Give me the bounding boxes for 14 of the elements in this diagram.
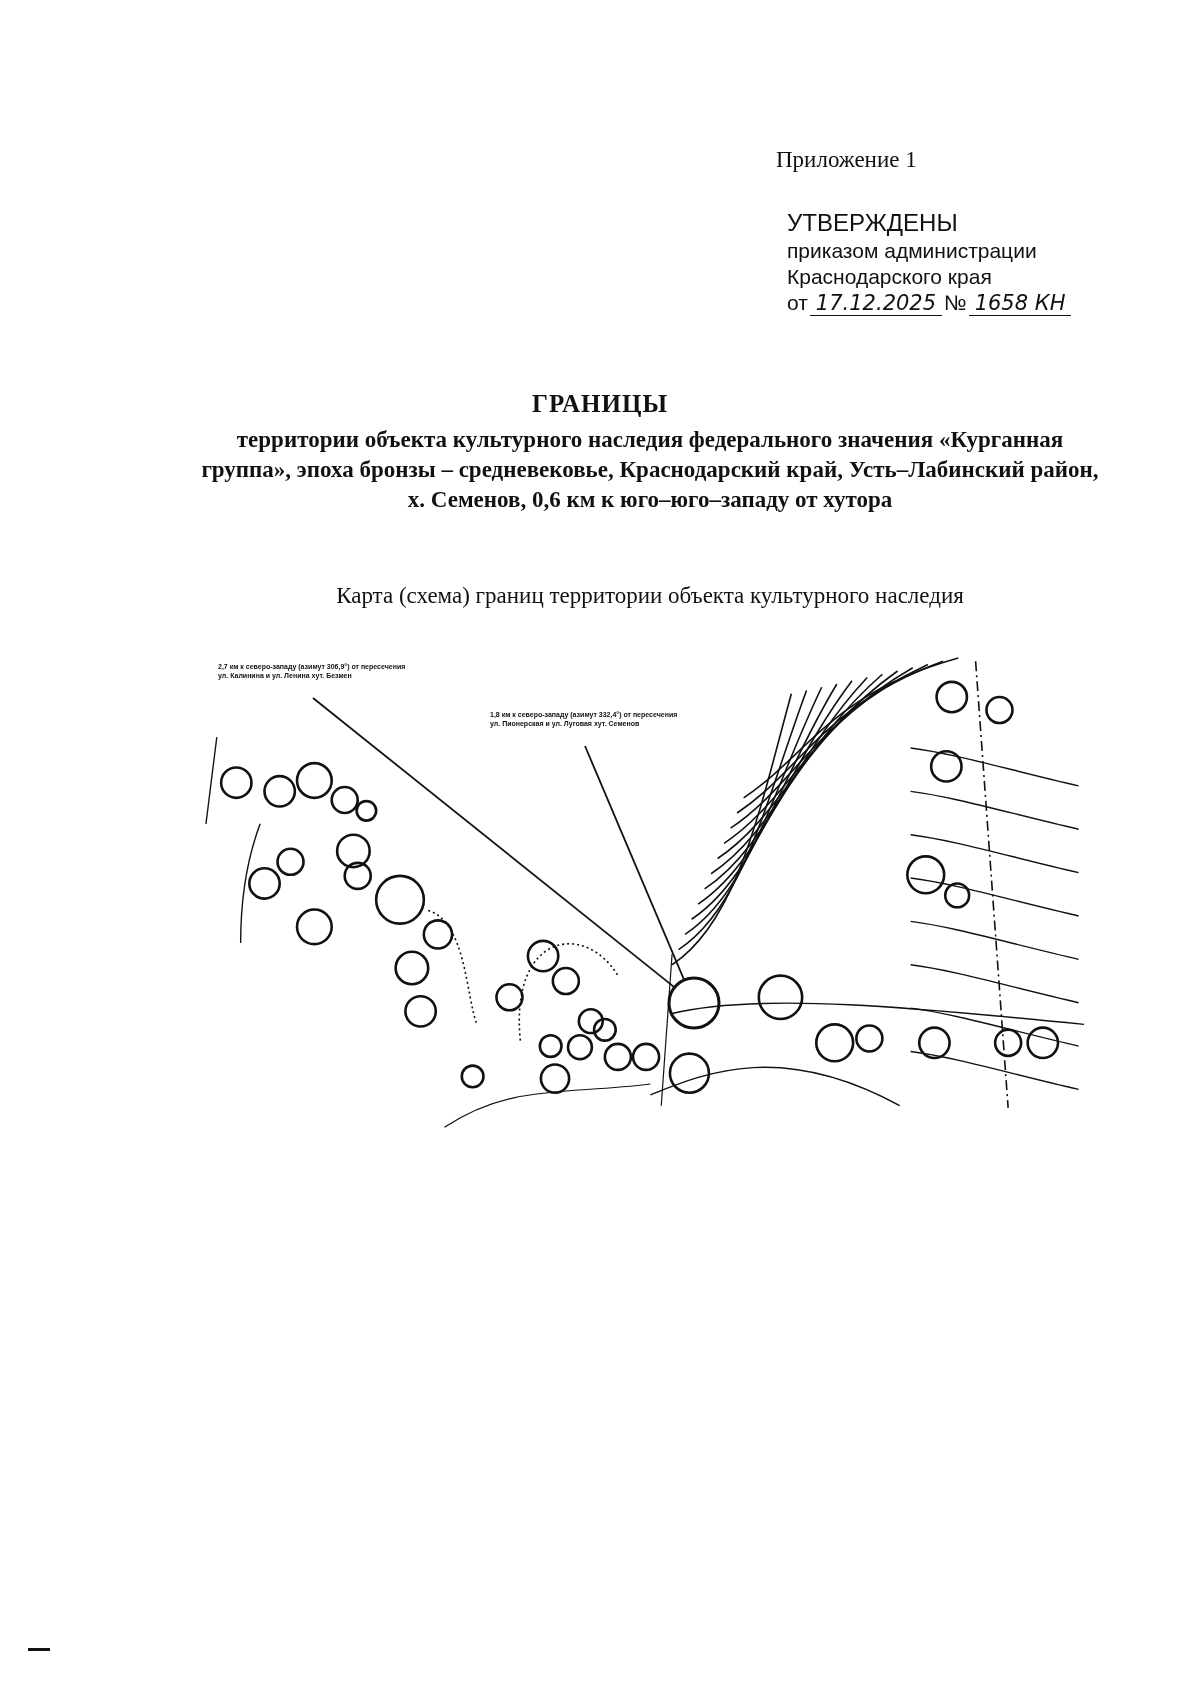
- document-subtitle: территории объекта культурного наследия федерального значения «Курганная группа», эпоха бронзы – средневековье, Краснодарский край, Усть–Лабинский район, х. Семенов, 0,6 км к юго–юго–западу от хутора: [200, 426, 1100, 514]
- handwritten-number: 1658 КН: [968, 291, 1072, 316]
- appendix-label: Приложение 1: [776, 146, 917, 174]
- document-title: ГРАНИЦЫ: [531, 390, 669, 418]
- handwritten-date: 17.12.2025: [809, 291, 943, 316]
- date-prefix: от: [787, 290, 808, 315]
- burial-mound: [666, 975, 721, 1030]
- approval-heading: УТВЕРЖДЕНЫ: [787, 208, 959, 238]
- leader-line: [584, 745, 685, 981]
- leader-line: [312, 697, 676, 988]
- approval-text: приказом администрации: [787, 238, 1038, 264]
- number-sign: №: [944, 290, 967, 315]
- map-caption: Карта (схема) границ территории объекта культурного наследия: [335, 583, 965, 609]
- approval-text: Краснодарского края: [787, 264, 993, 291]
